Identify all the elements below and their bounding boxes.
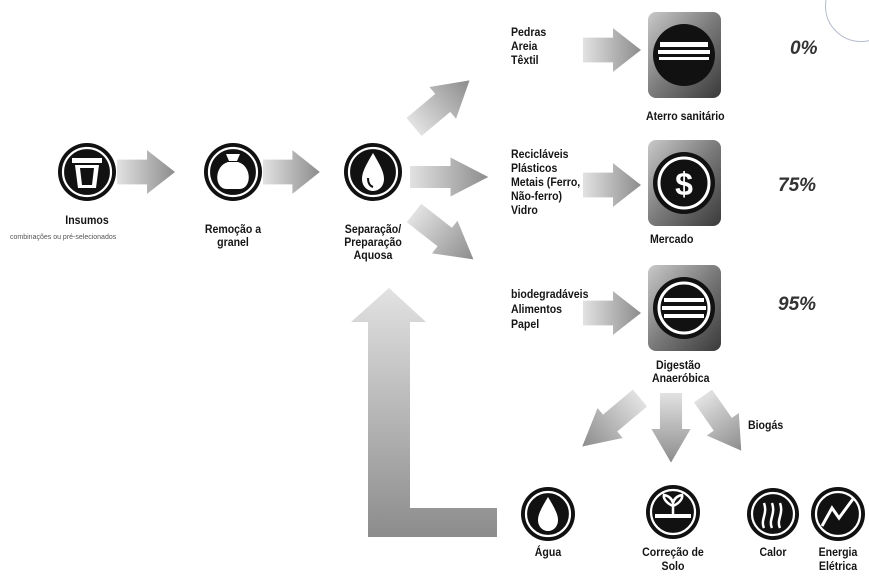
digestao-item: biodegradáveis [511, 287, 589, 301]
insumos-sublabel: combinações ou pré-selecionados [10, 234, 117, 241]
arrow-separacao-aterro [400, 64, 483, 143]
arrow-insumos-remocao [117, 150, 175, 194]
sprout-icon [646, 485, 700, 539]
energia-label-line2: Elétrica [818, 559, 858, 573]
mercado-item: Recicláveis [511, 147, 569, 161]
water-drop-icon [521, 487, 575, 541]
mercado-item: Não-ferro) [511, 189, 563, 203]
digestao-item: Papel [511, 317, 540, 331]
arrow-digestao-correcao [651, 393, 691, 463]
remocao-label-line2: granel [217, 235, 249, 249]
separacao-label-line2: Preparação [344, 235, 402, 249]
separacao-label-line1: Separação/ [344, 222, 402, 236]
correcao-label-line2: Solo [661, 559, 685, 573]
arrow-digestao-agua [569, 383, 653, 462]
digestao-pct: 95% [778, 294, 817, 315]
arrow-items-mercado [583, 163, 641, 207]
digestao-item: Alimentos [511, 302, 563, 316]
mercado-item: Metais (Ferro, [511, 175, 581, 189]
energia-label-line1: Energia [818, 545, 858, 559]
digestao-label-line1: Digestão [656, 358, 701, 372]
aterro-label: Aterro sanitário [646, 109, 725, 123]
insumos-label: Insumos [65, 213, 109, 227]
correcao-label-line1: Correção de [642, 545, 704, 559]
landfill-stripes-icon [648, 12, 721, 98]
arrow-items-digestao [583, 291, 641, 335]
digestao-label-line2: Anaeróbica [652, 371, 710, 385]
mercado-label: Mercado [650, 232, 694, 246]
dollar-icon: $ [648, 140, 721, 226]
aterro-pct: 0% [790, 38, 818, 59]
calor-label: Calor [759, 545, 787, 559]
remocao-label-line1: Remoção a [204, 222, 262, 236]
aterro-item: Têxtil [511, 53, 539, 67]
arrow-return-loop [351, 288, 497, 537]
mercado-pct: 75% [778, 175, 817, 196]
arrow-remocao-separacao [263, 150, 320, 194]
water-drop-icon [344, 143, 402, 201]
arrow-separacao-mercado [410, 157, 489, 197]
trash-bin-icon [58, 143, 116, 201]
separacao-label-line3: Aquosa [353, 248, 393, 262]
aterro-item: Pedras [511, 25, 547, 39]
bag-icon [204, 143, 262, 201]
biogas-label: Biogás [748, 418, 784, 432]
svg-text:$: $ [675, 166, 693, 202]
arrow-digestao-biogas [686, 384, 758, 462]
mercado-item: Plásticos [511, 161, 558, 175]
mercado-item: Vidro [511, 203, 538, 217]
arrow-items-aterro [583, 28, 641, 72]
lightning-icon [811, 487, 865, 541]
arrow-separacao-digestao [401, 196, 487, 276]
agua-label: Água [534, 545, 562, 559]
heat-icon [747, 488, 799, 540]
aterro-item: Areia [511, 39, 538, 53]
digester-icon [648, 265, 721, 351]
